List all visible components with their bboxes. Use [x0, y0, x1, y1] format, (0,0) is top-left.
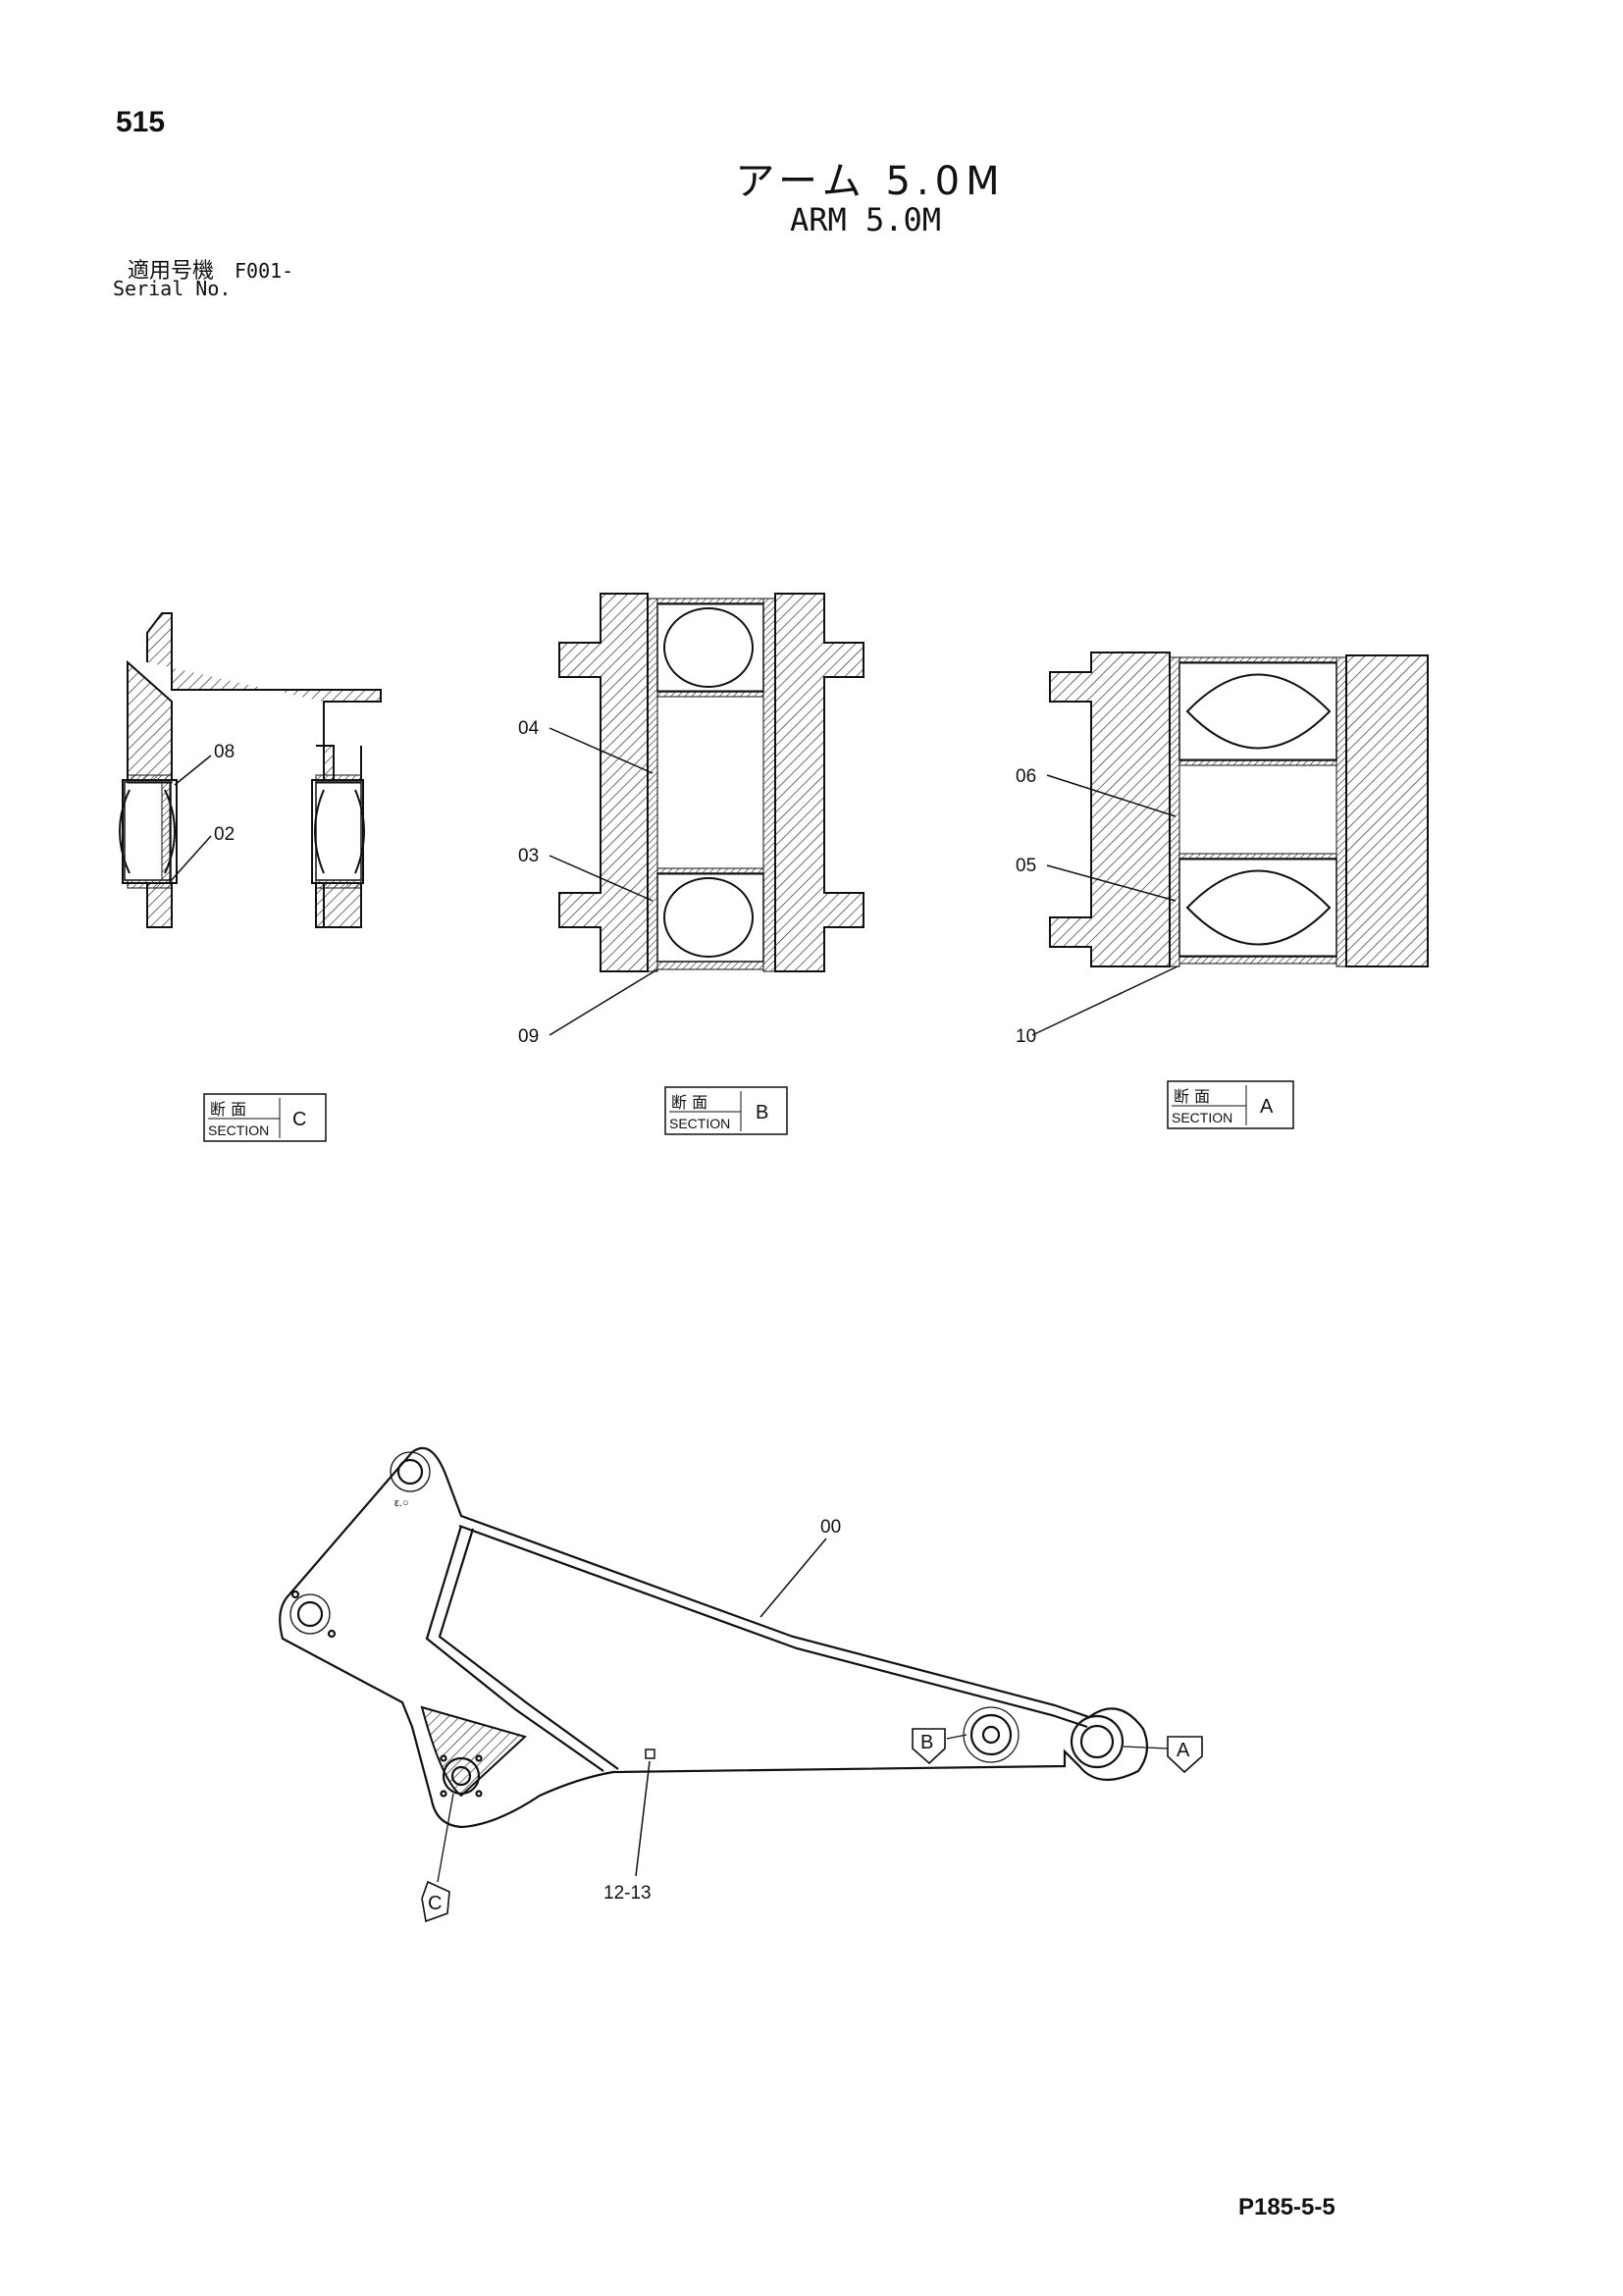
page-number: 515	[116, 106, 166, 138]
section-b-label-letter: B	[756, 1102, 768, 1123]
title-japanese: アーム 5.0M	[735, 159, 1006, 204]
marker-b-letter: B	[920, 1732, 933, 1753]
section-c-label-en: SECTION	[208, 1122, 269, 1138]
marker-a: A	[1167, 1736, 1203, 1774]
section-b-label-ja: 断 面	[671, 1093, 707, 1112]
section-a-part-10: 10	[1016, 1026, 1036, 1047]
section-a-part-05: 05	[1016, 856, 1036, 876]
title-english: ARM 5.0M	[789, 201, 942, 238]
section-b-part-04: 04	[518, 718, 540, 739]
arm-part-00: 00	[820, 1517, 841, 1538]
section-c-label-ja: 断 面	[210, 1100, 246, 1119]
section-c-view	[119, 612, 382, 928]
section-b-part-09: 09	[518, 1026, 539, 1047]
marker-a-letter: A	[1177, 1740, 1190, 1761]
marker-c: C	[421, 1880, 450, 1923]
section-c-label: 断 面 SECTION C	[203, 1093, 327, 1142]
section-a-label: 断 面 SECTION A	[1167, 1080, 1294, 1129]
section-b-label-en: SECTION	[669, 1116, 730, 1131]
reference-code: P185-5-5	[1238, 2194, 1335, 2220]
section-c-part-02: 02	[214, 824, 235, 845]
section-a-part-06: 06	[1016, 766, 1036, 787]
serial-label-ja-text: 適用号機	[128, 259, 215, 284]
svg-text:ε.○: ε.○	[394, 1497, 409, 1509]
section-a-view	[1031, 652, 1429, 1036]
section-c-label-letter: C	[292, 1109, 306, 1130]
section-b-view	[549, 593, 864, 1036]
marker-c-letter: C	[428, 1893, 442, 1914]
serial-label-ja: 適用号機 F001-	[128, 253, 293, 285]
section-c-part-08: 08	[214, 742, 235, 762]
serial-label-en: Serial No.	[113, 277, 232, 300]
section-a-label-en: SECTION	[1172, 1110, 1232, 1125]
section-b-part-03: 03	[518, 846, 539, 866]
section-a-label-letter: A	[1260, 1096, 1274, 1118]
section-b-label: 断 面 SECTION B	[664, 1086, 788, 1135]
arm-side-view: ε.○	[279, 1446, 1169, 1883]
arm-part-12-13: 12-13	[603, 1883, 652, 1904]
section-a-label-ja: 断 面	[1174, 1087, 1210, 1106]
serial-value: F001-	[235, 259, 294, 283]
marker-b: B	[912, 1728, 946, 1765]
